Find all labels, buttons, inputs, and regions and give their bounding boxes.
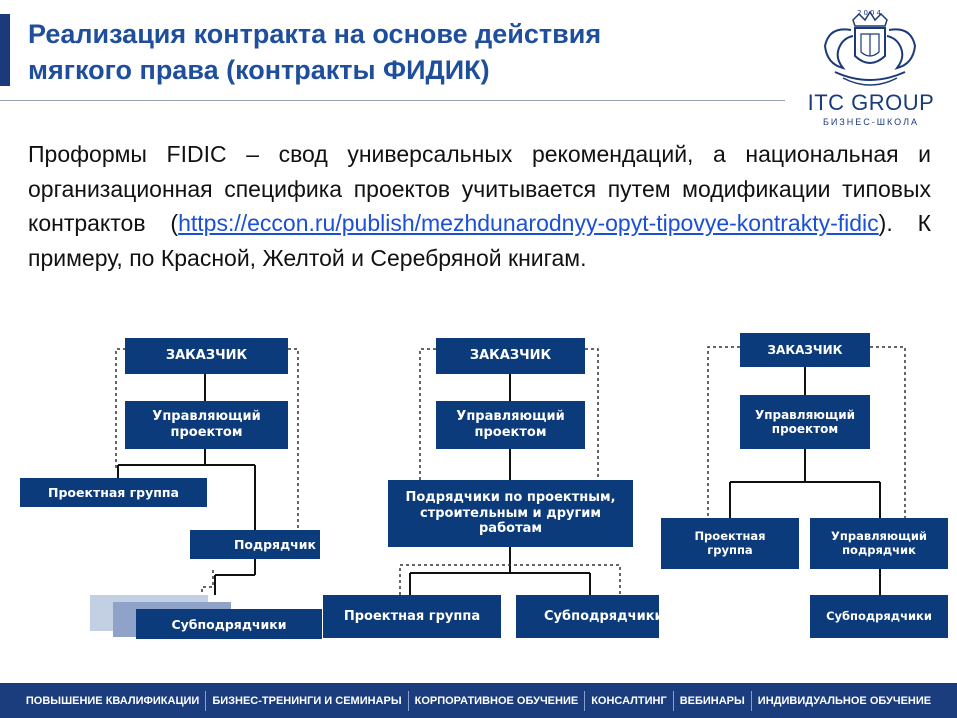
slide-title-line-1: Реализация контракта на основе действия: [28, 19, 602, 49]
d3-managing-contractor-node: Управляющий подрядчик: [810, 518, 948, 569]
d3-subcontractors-node: Субподрядчики: [810, 595, 948, 638]
body-text-before: Проформы FIDIC – свод универсальных реко…: [28, 141, 931, 236]
slide-title: Реализация контракта на основе действия …: [28, 16, 768, 88]
footer-separator: [407, 690, 409, 711]
d2-manager-node: Управляющий проектом: [436, 401, 585, 449]
footer-bar: ПОВЫШЕНИЕ КВАЛИФИКАЦИИ БИЗНЕС-ТРЕНИНГИ И…: [0, 683, 957, 718]
d3-customer-node: ЗАКАЗЧИК: [740, 333, 870, 367]
slide-title-line-2: мягкого права (контракты ФИДИК): [28, 55, 490, 85]
footer-item-qualification[interactable]: ПОВЫШЕНИЕ КВАЛИФИКАЦИИ: [25, 694, 200, 707]
d2-subcontractors-node: Субподрядчики: [516, 595, 659, 638]
logo-name: ITC GROUP: [807, 90, 935, 115]
logo-subtitle: БИЗНЕС-ШКОЛА: [822, 117, 919, 127]
body-paragraph: Проформы FIDIC – свод универсальных реко…: [28, 137, 931, 275]
d2-customer-node: ЗАКАЗЧИК: [436, 338, 585, 374]
d2-contractors-node: Подрядчики по проектным, строительным и …: [388, 480, 633, 547]
eccon-link[interactable]: https://eccon.ru/publish/mezhdunarodnyy-…: [178, 210, 879, 236]
d3-project-group-node: Проектная группа: [661, 518, 799, 569]
body-text-after: ). К примеру, по Красной, Желтой и Сереб…: [28, 210, 931, 271]
footer-separator: [672, 690, 674, 711]
d1-customer-node: ЗАКАЗЧИК: [125, 338, 288, 374]
d1-subcontractors-node: Субподрядчики: [136, 609, 322, 639]
footer-separator: [750, 690, 752, 711]
d1-manager-node: Управляющий проектом: [125, 401, 288, 449]
d2-project-group-node: Проектная группа: [323, 595, 501, 638]
footer-separator: [584, 690, 586, 711]
d1-contractor-node: Подрядчик: [190, 530, 320, 559]
footer-item-trainings[interactable]: БИЗНЕС-ТРЕНИНГИ И СЕМИНАРЫ: [212, 694, 402, 707]
footer-item-corporate[interactable]: КОРПОРАТИВНОЕ ОБУЧЕНИЕ: [414, 694, 579, 707]
footer-item-individual[interactable]: ИНДИВИДУАЛЬНОЕ ОБУЧЕНИЕ: [757, 694, 932, 707]
d3-manager-node: Управляющий проектом: [740, 395, 870, 449]
d1-project-group-node: Проектная группа: [20, 478, 207, 507]
itc-group-logo-icon: 2004: [823, 9, 917, 86]
title-accent-bar: [0, 14, 10, 86]
footer-item-consulting[interactable]: КОНСАЛТИНГ: [591, 694, 667, 707]
footer-separator: [205, 690, 207, 711]
footer-item-webinars[interactable]: ВЕБИНАРЫ: [679, 694, 745, 707]
title-divider: [0, 100, 785, 101]
